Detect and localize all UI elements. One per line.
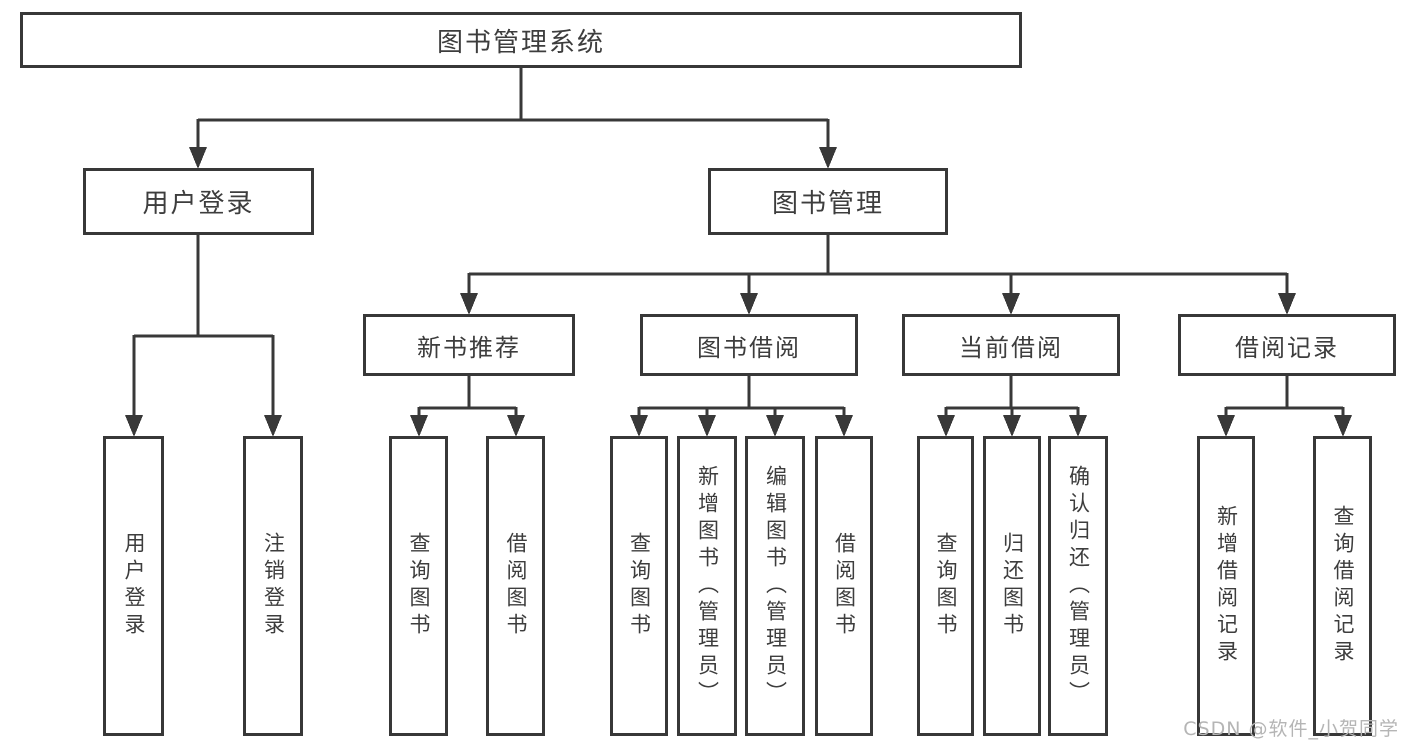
node-book-borrow: 图书借阅 <box>640 314 858 376</box>
arrow-down-icon <box>1334 415 1352 437</box>
arrow-down-icon <box>937 415 955 437</box>
leaf-borrow-book: 借阅图书 <box>815 436 873 736</box>
leaf-query-borrow-record: 查询借阅记录 <box>1313 436 1372 736</box>
node-user-login: 用户登录 <box>83 168 314 235</box>
arrow-down-icon <box>1003 415 1021 437</box>
leaf-user-login: 用户登录 <box>103 436 164 736</box>
leaf-edit-book-admin: 编辑图书（管理员） <box>745 436 805 736</box>
connector-book-borrow <box>637 376 846 420</box>
leaf-add-borrow-record: 新增借阅记录 <box>1197 436 1255 736</box>
connector-new-book <box>417 376 518 420</box>
arrow-down-icon <box>1002 293 1020 315</box>
arrow-down-icon <box>819 147 837 169</box>
leaf-confirm-return-admin: 确认归还（管理员） <box>1048 436 1108 736</box>
arrow-down-icon <box>1217 415 1235 437</box>
leaf-query-book-borrow: 查询图书 <box>610 436 668 736</box>
leaf-query-book-recommend: 查询图书 <box>389 436 448 736</box>
arrow-down-icon <box>740 293 758 315</box>
arrow-down-icon <box>410 415 428 437</box>
arrow-down-icon <box>125 415 143 437</box>
arrow-down-icon <box>766 415 784 437</box>
arrow-down-icon <box>1069 415 1087 437</box>
arrow-down-icon <box>264 415 282 437</box>
connector-current-borrow <box>944 376 1080 420</box>
leaf-borrow-book-recommend: 借阅图书 <box>486 436 545 736</box>
node-new-book-recommend: 新书推荐 <box>363 314 575 376</box>
node-book-management: 图书管理 <box>708 168 948 235</box>
connector-borrow-records <box>1224 376 1345 420</box>
node-borrow-records: 借阅记录 <box>1178 314 1396 376</box>
arrow-down-icon <box>835 415 853 437</box>
connector-root <box>196 68 830 148</box>
arrow-down-icon <box>630 415 648 437</box>
connector-user-login <box>132 235 275 418</box>
connector-book-management <box>467 233 1289 296</box>
leaf-logout: 注销登录 <box>243 436 303 736</box>
arrow-down-icon <box>698 415 716 437</box>
leaf-return-book: 归还图书 <box>983 436 1041 736</box>
node-library-management-system: 图书管理系统 <box>20 12 1022 68</box>
arrow-down-icon <box>460 293 478 315</box>
watermark: CSDN @软件_小贺同学 <box>1183 718 1399 740</box>
arrow-down-icon <box>507 415 525 437</box>
node-current-borrow: 当前借阅 <box>902 314 1120 376</box>
arrow-down-icon <box>1278 293 1296 315</box>
leaf-add-book-admin: 新增图书（管理员） <box>677 436 737 736</box>
leaf-query-book-current: 查询图书 <box>917 436 974 736</box>
arrow-down-icon <box>189 147 207 169</box>
